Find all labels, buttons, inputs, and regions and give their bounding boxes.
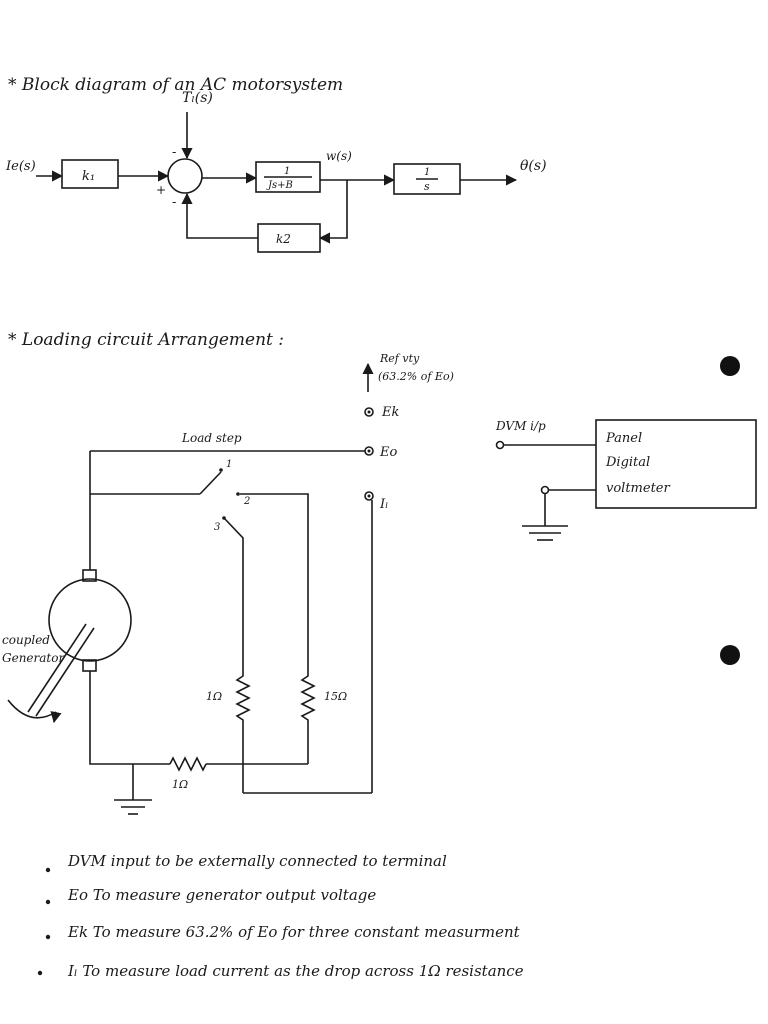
ref-label-line2: (63.2% of Eo) <box>378 370 454 383</box>
resistor-shunt-1ohm <box>169 756 207 772</box>
note-3: Ek To measure 63.2% of Eo for three cons… <box>67 923 521 941</box>
terminal-ek-label: Ek <box>381 405 399 420</box>
generator-shaft-a <box>27 623 87 713</box>
resistor-shunt-label: 1Ω <box>172 778 188 791</box>
resistor-1ohm <box>235 672 251 724</box>
voltmeter-line3: voltmeter <box>606 481 670 496</box>
coupled-generator <box>48 578 132 662</box>
sum-sign-top: - <box>172 145 176 160</box>
plant-denominator: Js+B <box>266 180 293 191</box>
dvm-input-label: DVM i/p <box>495 419 546 433</box>
note-bullet-3 <box>45 934 51 940</box>
resistor-15ohm-label: 15Ω <box>324 690 347 703</box>
integrator-denominator: s <box>424 180 430 193</box>
sum-sign-left: + <box>156 183 166 197</box>
generator-label-line2: Generator <box>2 651 65 665</box>
dvm-input-terminal <box>495 440 505 450</box>
rotation-arc <box>7 699 57 719</box>
switch-contact-2 <box>236 492 240 496</box>
switch-contact-1 <box>219 468 223 472</box>
switch-pos-3: 3 <box>214 522 220 533</box>
generator-bottom-wire <box>89 671 170 765</box>
note-bullet-2 <box>45 899 51 905</box>
terminal-il <box>364 491 374 501</box>
integrator-numerator: 1 <box>424 167 430 178</box>
rotation-arrow <box>50 711 62 724</box>
sum-sign-bottom: - <box>172 195 176 210</box>
disturbance-label: Tₗ(s) <box>182 90 213 106</box>
switch-arm <box>199 471 222 495</box>
gain-k1-label: k₁ <box>82 169 95 184</box>
load-step-label: Load step <box>181 431 242 445</box>
loading-circuit-heading: * Loading circuit Arrangement : <box>8 330 284 350</box>
feedback-wire-right <box>318 180 348 244</box>
output-label: θ(s) <box>520 158 547 174</box>
note-bullet-1 <box>45 867 51 873</box>
terminal-ek-dot <box>367 410 371 414</box>
wire-to-1ohm <box>223 517 244 672</box>
switch-pos-1: 1 <box>226 459 232 470</box>
dvm-ground-terminal <box>540 485 550 495</box>
gain-k1-block <box>61 159 119 189</box>
terminal-eo-label: Eo <box>379 445 397 460</box>
generator-top-terminal <box>82 569 97 582</box>
omega-label: w(s) <box>326 149 352 163</box>
terminal-eo-dot <box>367 449 371 453</box>
punch-hole-top <box>720 356 740 376</box>
generator-label-line1: coupled <box>2 633 50 647</box>
terminal-ek <box>364 407 374 417</box>
terminal-il-label: Iₗ <box>379 497 388 512</box>
terminal-eo <box>364 446 374 456</box>
panel-digital-voltmeter <box>595 419 757 509</box>
integrator-block <box>393 163 461 195</box>
note-bullet-4 <box>37 970 43 976</box>
voltmeter-line1: Panel <box>605 431 642 446</box>
block-diagram-heading: * Block diagram of an AC motorsystem <box>8 75 343 95</box>
voltmeter-line2: Digital <box>605 455 650 470</box>
summing-junction <box>167 158 203 194</box>
resistor-1ohm-label: 1Ω <box>206 690 222 703</box>
input-label: Ie(s) <box>5 159 36 174</box>
plant-numerator: 1 <box>284 166 290 177</box>
feedback-k2-label: k2 <box>276 232 291 246</box>
ref-label-line1: Ref vty <box>379 352 420 365</box>
resistor-15ohm <box>300 672 316 724</box>
note-2: Eo To measure generator output voltage <box>67 886 376 904</box>
note-4: Iₗ To measure load current as the drop a… <box>67 962 524 980</box>
note-1: DVM input to be externally connected to … <box>67 852 447 870</box>
generator-shaft-b <box>35 627 95 717</box>
terminal-il-dot <box>367 494 371 498</box>
switch-pos-2: 2 <box>243 496 250 507</box>
feedback-wire-left <box>181 192 258 239</box>
punch-hole-bottom <box>720 645 740 665</box>
wire-to-15ohm <box>240 493 309 672</box>
plant-block <box>255 161 321 193</box>
